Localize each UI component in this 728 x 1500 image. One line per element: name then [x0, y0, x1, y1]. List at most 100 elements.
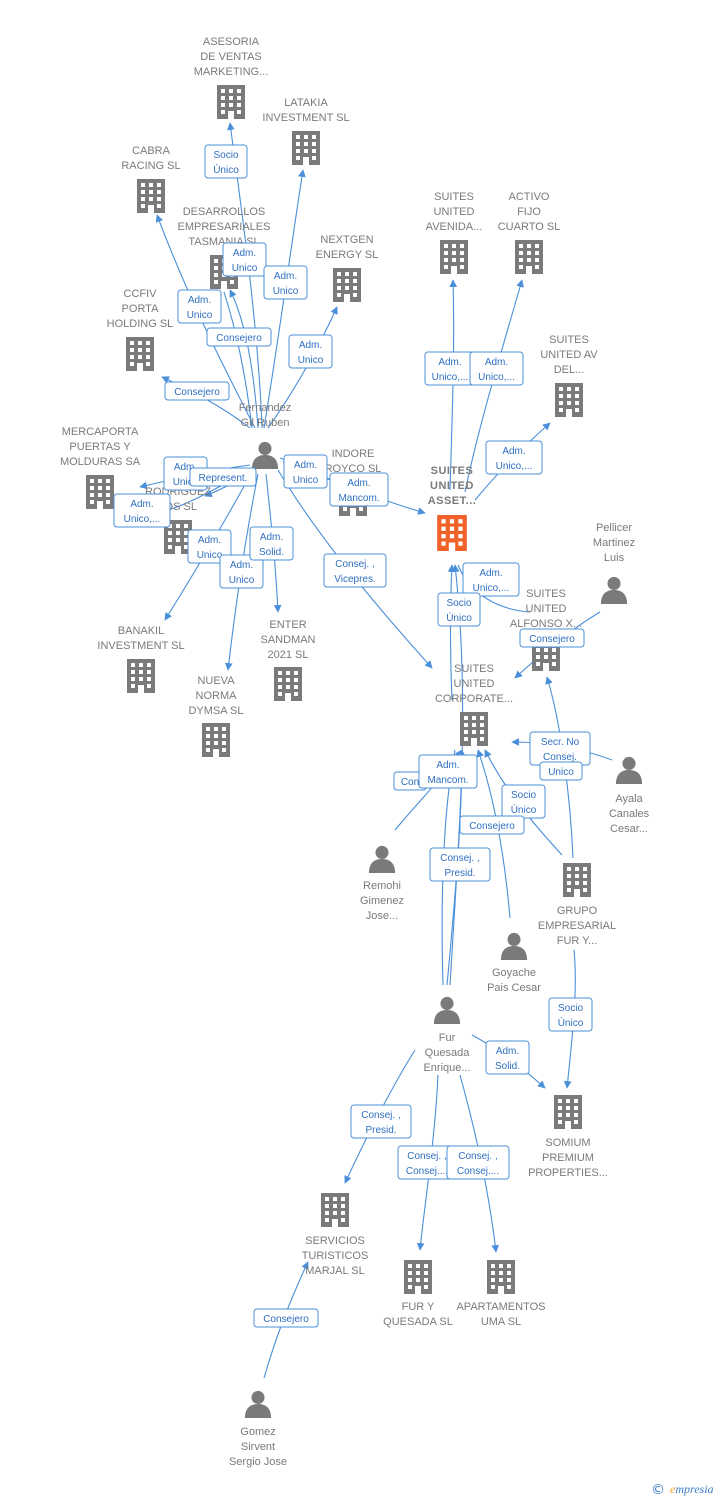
- role-box-frame: [187, 529, 232, 564]
- company-name-line: FUR Y...: [557, 935, 598, 947]
- role-label-line: Adm.: [496, 1046, 519, 1057]
- company-node[interactable]: SUITESUNITEDCORPORATE...: [435, 663, 513, 746]
- role-box-frame: [429, 847, 491, 882]
- role-box[interactable]: Adm.Unico: [283, 454, 328, 489]
- role-box[interactable]: Consej. ,Presid.: [350, 1104, 412, 1139]
- person-node[interactable]: RemohiGimenezJose...: [360, 845, 404, 922]
- role-box[interactable]: Consejero: [459, 815, 525, 835]
- company-name-line: ALFONSO X...: [510, 618, 582, 630]
- role-label-line: Unico: [197, 550, 223, 561]
- person-node[interactable]: FurQuesadaEnrique...: [423, 996, 471, 1074]
- role-box[interactable]: Represent.: [189, 467, 257, 487]
- company-name-line: SUITES: [454, 663, 494, 675]
- building-icon: [437, 515, 467, 551]
- role-box[interactable]: Adm.Unico: [222, 242, 267, 277]
- brand-footer: © empresia: [651, 1482, 714, 1498]
- role-box[interactable]: Adm.Mancom.: [329, 472, 389, 507]
- company-name-line: DESARROLLOS: [183, 206, 266, 218]
- role-box[interactable]: Consejero: [164, 381, 230, 401]
- role-box-frame: [485, 1040, 530, 1075]
- role-box[interactable]: Consej. ,Presid.: [429, 847, 491, 882]
- role-box[interactable]: Adm.Unico,...: [462, 562, 520, 597]
- role-box[interactable]: Unico: [539, 761, 583, 781]
- role-box[interactable]: Adm.Unico: [219, 554, 264, 589]
- role-label-line: Único: [446, 611, 472, 624]
- role-label-line: Adm.: [130, 499, 153, 510]
- role-label-line: Socio: [558, 1003, 583, 1014]
- person-node[interactable]: AyalaCanalesCesar...: [609, 756, 650, 835]
- role-label-line: Unico: [229, 575, 255, 586]
- person-name-line: Pais Cesar: [487, 982, 541, 994]
- company-name-line: BANAKIL: [118, 625, 164, 637]
- company-name-line: UNITED: [434, 206, 475, 218]
- company-name-line: PORTA: [122, 303, 160, 315]
- company-name-line: MOLDURAS SA: [60, 456, 141, 468]
- copyright-symbol: ©: [651, 1482, 665, 1498]
- building-icon: [554, 1095, 582, 1129]
- person-name-line: Martinez: [593, 537, 635, 549]
- role-box[interactable]: Adm. Solid.: [485, 1040, 530, 1075]
- role-box[interactable]: Adm. Unico: [187, 529, 232, 564]
- building-icon: [86, 475, 114, 509]
- role-box[interactable]: Adm.Unico: [288, 334, 333, 369]
- person-name-line: Jose...: [366, 910, 398, 922]
- role-box[interactable]: Adm.Unico: [263, 265, 308, 300]
- role-label-line: Represent.: [199, 473, 248, 484]
- person-icon: [433, 996, 461, 1024]
- role-box[interactable]: Consejero: [519, 628, 585, 648]
- role-box[interactable]: Adm.Solid.: [249, 526, 294, 561]
- role-box[interactable]: Adm.Mancom.: [418, 754, 478, 789]
- company-name-line: SANDMAN: [260, 634, 315, 646]
- role-box[interactable]: Consejero: [206, 327, 272, 347]
- person-name-line: Fur: [439, 1032, 456, 1044]
- company-node[interactable]: SOMIUMPREMIUMPROPERTIES...: [528, 1095, 608, 1179]
- role-label-line: Adm.: [502, 446, 525, 457]
- role-box-frame: [263, 265, 308, 300]
- role-box[interactable]: Adm.Unico,...: [485, 440, 543, 475]
- company-name-line: DYMSA SL: [188, 705, 243, 717]
- role-label-line: Mancom.: [338, 493, 379, 504]
- role-box[interactable]: Consejero: [253, 1308, 319, 1328]
- company-node[interactable]: SUITESUNITEDAVENIDA...: [426, 191, 483, 274]
- role-label-line: Adm.: [485, 357, 508, 368]
- role-box[interactable]: Consej. ,Consej....: [446, 1145, 510, 1180]
- role-box[interactable]: Adm.Unico: [177, 289, 222, 324]
- role-box[interactable]: Consej. ,Vicepres.: [323, 553, 387, 588]
- role-label-line: Adm.: [198, 535, 221, 546]
- role-box[interactable]: Adm.Unico,...: [469, 351, 524, 386]
- company-node[interactable]: SUITESUNITEDASSET...: [428, 465, 477, 551]
- company-name-line: INVESTMENT SL: [262, 112, 349, 124]
- role-box[interactable]: Adm.Unico,...: [113, 493, 171, 528]
- company-name-line: APARTAMENTOS: [456, 1301, 545, 1313]
- person-name-line: Ayala: [615, 793, 643, 805]
- role-box-frame: [418, 754, 478, 789]
- role-box[interactable]: Adm.Unico,...: [424, 351, 476, 386]
- role-label-line: Solid.: [495, 1061, 520, 1072]
